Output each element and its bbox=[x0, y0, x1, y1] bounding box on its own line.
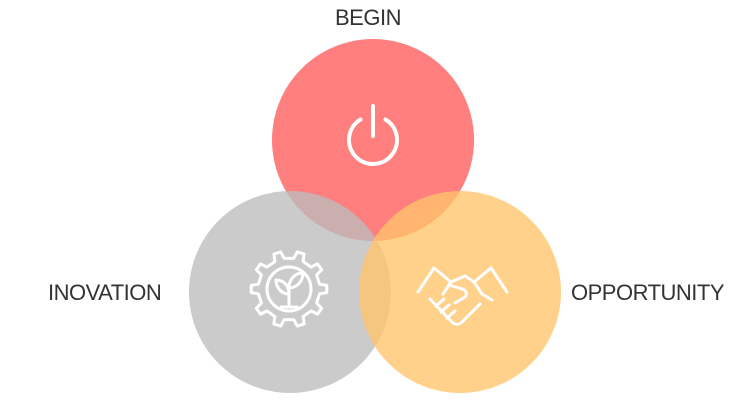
gear-plant-icon bbox=[249, 250, 329, 328]
label-opportunity: OPPORTUNITY bbox=[571, 280, 725, 305]
handshake-icon bbox=[416, 266, 509, 326]
power-icon bbox=[347, 104, 399, 166]
opportunity-circle bbox=[359, 191, 561, 393]
label-innovation: INOVATION bbox=[48, 280, 162, 305]
label-begin: BEGIN bbox=[335, 5, 401, 30]
begin-circle bbox=[272, 39, 474, 241]
